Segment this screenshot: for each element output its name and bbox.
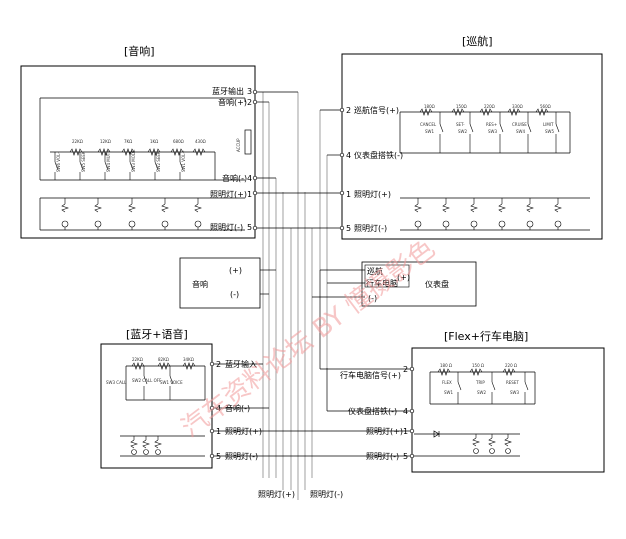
dashboard-cruise-label: 巡航 — [367, 266, 383, 276]
dashboard-label: 仪表盘 — [425, 279, 449, 289]
flex-pin-label: 行车电脑信号(+) — [340, 370, 401, 380]
audio-resistor-label: 12KΩ — [100, 139, 111, 144]
audio-module: [音响] 蓝牙输出 3 音响(+) 2 音响(-) 4 照明灯(+) 1 照明灯… — [20, 44, 342, 239]
dashboard-plus: (+) — [397, 273, 410, 282]
audio-pin-num: 5 — [247, 223, 252, 232]
cruise-resistor-label: 220Ω — [484, 104, 495, 109]
audio-pin-num: 2 — [247, 98, 252, 107]
cruise-switch-id: SW3 — [488, 129, 497, 134]
dashboard-trip-label: 行车电脑 — [366, 278, 398, 288]
audio-switch-label: SW5 SEEK — [81, 151, 86, 172]
cruise-pin-num: 5 — [346, 224, 351, 233]
cruise-switch-id: SW1 — [425, 129, 434, 134]
cruise-switch-name: CANCEL — [420, 122, 437, 127]
speaker-minus: (-) — [230, 290, 239, 299]
flex-pin-num: 2 — [403, 365, 408, 374]
audio-pin-label: 音响(+) — [218, 97, 247, 107]
flex-switch-id: SW1 — [444, 390, 453, 395]
cruise-pin-label: 照明灯(-) — [354, 223, 387, 233]
flex-module: [Flex+行车电脑] 行车电脑信号(+) 2 仪表盘搭铁(-) 4 照明灯(+… — [319, 270, 605, 473]
bluetooth-resistor-label: 82KΩ — [158, 357, 169, 362]
bluetooth-pin-num: 4 — [216, 404, 221, 413]
bluetooth-pin-num: 2 — [216, 360, 221, 369]
dashboard-minus: (-) — [368, 294, 377, 303]
flex-switch-name: TRIP — [475, 380, 485, 385]
watermark-text: 汽车资料论坛 BY 憧摄影色 — [176, 234, 441, 444]
bluetooth-pin-num: 5 — [216, 452, 221, 461]
audio-title: [音响] — [124, 44, 155, 58]
audio-switch-label: SW3 MODE — [131, 149, 136, 172]
audio-switch-label: SW1 VOL+ — [181, 150, 186, 172]
bluetooth-pin-num: 1 — [216, 427, 221, 436]
flex-switch-name: FLEX — [442, 380, 452, 385]
bluetooth-resistor-label: 22KΩ — [132, 357, 143, 362]
flex-resistor-label: 220 Ω — [505, 363, 517, 368]
audio-resistor-label: 22KΩ — [72, 139, 83, 144]
flex-switch-name: RESET — [506, 380, 519, 385]
audio-pin-label: 照明灯(-) — [210, 222, 243, 232]
speaker-box: 音响 (+) (-) — [179, 257, 276, 309]
cruise-switch-id: SW4 — [516, 129, 525, 134]
audio-pin-num: 3 — [247, 87, 252, 96]
audio-resistor-label: 1KΩ — [150, 139, 158, 144]
cruise-title: [巡航] — [462, 34, 493, 48]
cruise-switch-id: SW2 — [458, 129, 467, 134]
cruise-module: [巡航] 2 巡航信号(+) 4 仪表盘搭铁(-) 1 照明灯(+) 5 照明灯… — [320, 34, 603, 240]
speaker-plus: (+) — [229, 266, 242, 275]
flex-resistor-label: 180 Ω — [440, 363, 452, 368]
cruise-switch-name: RES+ — [486, 122, 497, 127]
flex-switch-id: SW2 — [477, 390, 486, 395]
cruise-switch-id: SW5 — [545, 129, 554, 134]
audio-switch-label: SW6 VOL- — [56, 152, 61, 172]
cruise-pin-label: 巡航信号(+) — [354, 105, 399, 115]
cruise-pin-label: 照明灯(+) — [354, 189, 391, 199]
bus-lines — [262, 92, 328, 500]
bluetooth-title: [蓝牙+语音] — [126, 327, 188, 341]
audio-resistor-label: 680Ω — [173, 139, 184, 144]
flex-switch-id: SW3 — [510, 390, 519, 395]
flex-pin-num: 4 — [403, 407, 408, 416]
audio-switch-label: SW4 MUTE — [106, 150, 111, 172]
audio-pin-label: 蓝牙输出 — [212, 86, 244, 96]
bluetooth-module: [蓝牙+语音] 2 蓝牙输入 4 音响(-) 1 照明灯(+) 5 照明灯(-)… — [100, 327, 412, 469]
cruise-switch-name: SET- — [456, 122, 465, 127]
flex-pin-num: 1 — [403, 427, 408, 436]
audio-component-label: ACCUP — [236, 138, 241, 152]
audio-resistor-label: 7KΩ — [124, 139, 132, 144]
bluetooth-switch-label: SW1 VOICE — [160, 380, 183, 385]
flex-resistor-label: 150 Ω — [472, 363, 484, 368]
audio-pin-label: 音响(-) — [222, 173, 247, 183]
cruise-pin-num: 4 — [346, 151, 351, 160]
flex-pin-label: 照明灯(-) — [366, 451, 399, 461]
audio-switch-label: SW2 SEEK- — [156, 150, 161, 172]
cruise-resistor-label: 150Ω — [456, 104, 467, 109]
cruise-resistor-label: 330Ω — [512, 104, 523, 109]
flex-pin-label: 照明灯(+) — [366, 426, 403, 436]
cruise-resistor-label: 180Ω — [424, 104, 435, 109]
bluetooth-switch-label: SW2 CALL OFF — [132, 378, 162, 383]
dashboard-box: 巡航 (+) 行车电脑 (-) 仪表盘 — [312, 261, 477, 307]
audio-pin-num: 4 — [247, 174, 252, 183]
flex-title: [Flex+行车电脑] — [444, 329, 528, 343]
flex-pin-num: 5 — [403, 452, 408, 461]
cruise-resistor-label: 560Ω — [540, 104, 551, 109]
cruise-pin-label: 仪表盘搭铁(-) — [354, 150, 403, 160]
cruise-switch-name: CRUISE — [512, 122, 527, 127]
bottom-lamp-minus: 照明灯(-) — [310, 489, 343, 499]
bottom-lamp-plus: 照明灯(+) — [258, 489, 295, 499]
cruise-pin-num: 2 — [346, 106, 351, 115]
cruise-switch-name: LIMIT — [543, 122, 554, 127]
audio-resistor-label: 430Ω — [195, 139, 206, 144]
cruise-pin-num: 1 — [346, 190, 351, 199]
speaker-label: 音响 — [192, 279, 208, 289]
audio-pin-num: 1 — [247, 190, 252, 199]
bluetooth-resistor-label: 34KΩ — [183, 357, 194, 362]
bluetooth-switch-label: SW3 CALL — [106, 380, 127, 385]
audio-pin-label: 照明灯(+) — [210, 189, 247, 199]
